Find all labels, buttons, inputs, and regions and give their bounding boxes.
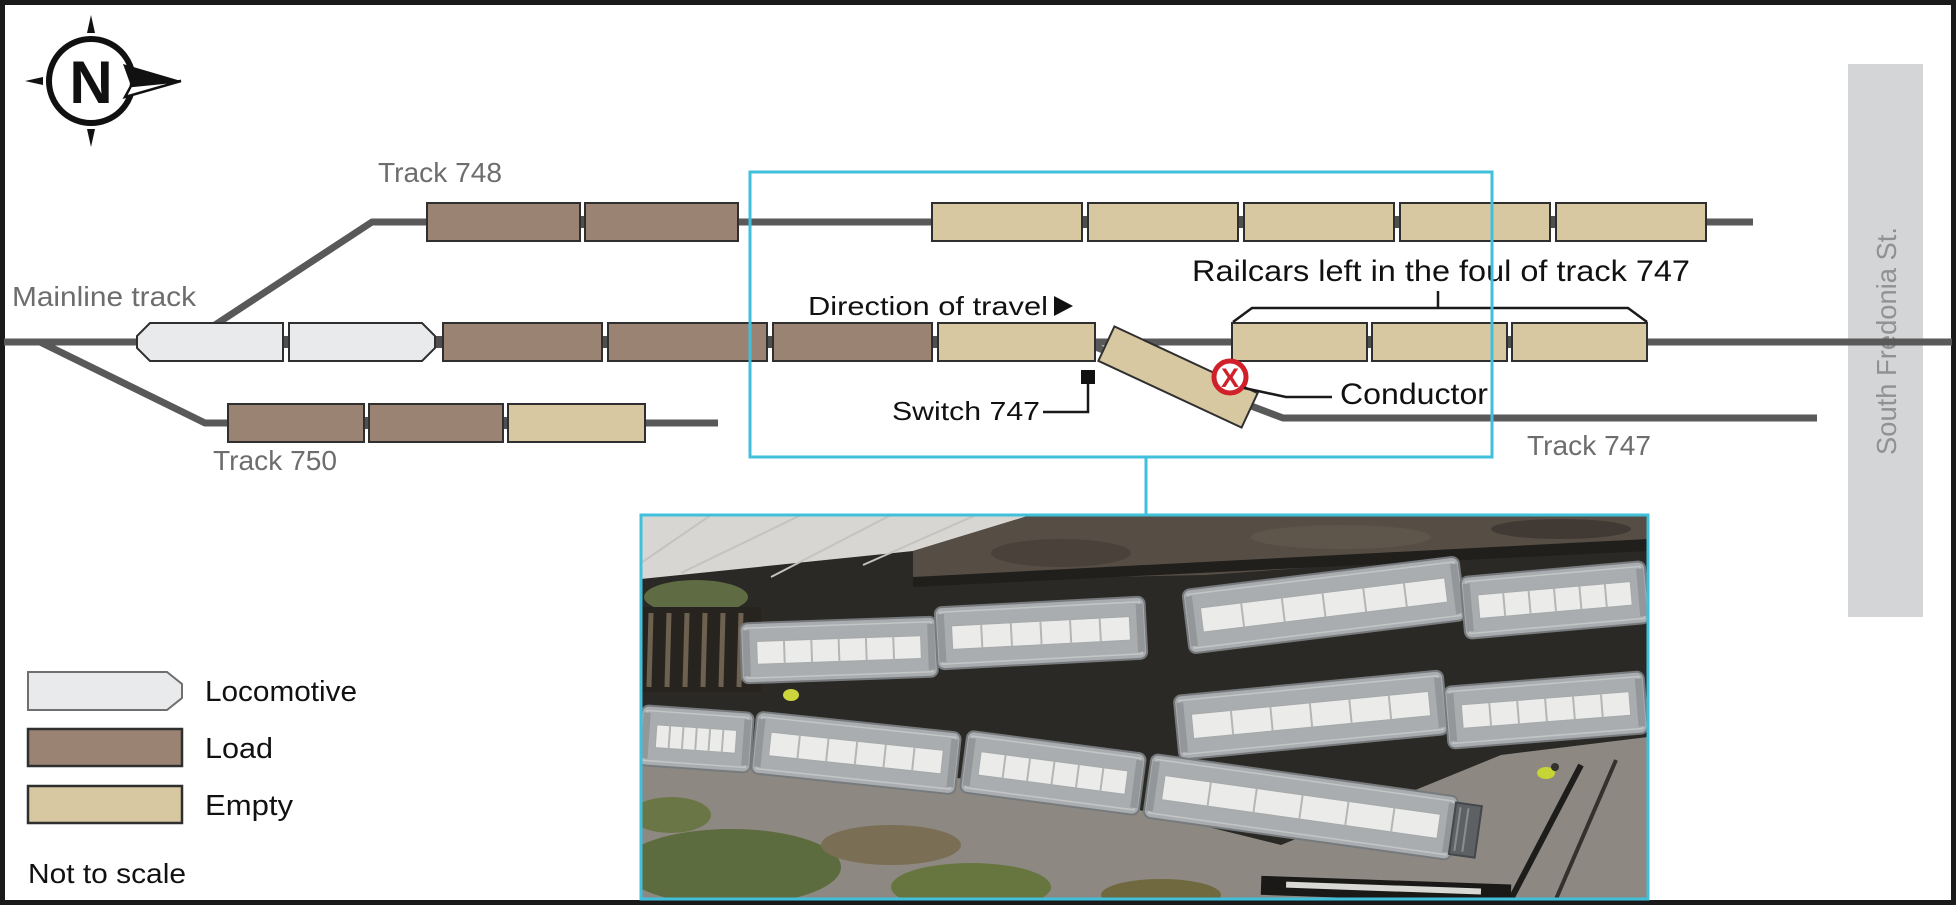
coupler [435, 336, 443, 348]
compass-tick-south [87, 129, 95, 147]
photo-railcar [1142, 753, 1484, 861]
railcar-load [426, 202, 581, 242]
direction-of-travel-label: Direction of travel [808, 291, 1048, 321]
photo-railcar [750, 711, 962, 795]
not-to-scale-note: Not to scale [28, 858, 186, 889]
railcar-empty [507, 403, 646, 443]
derailed-railcar-empty [1097, 325, 1259, 429]
legend-swatch-load [26, 727, 184, 768]
photo-railcar [1181, 556, 1467, 654]
coupler [578, 216, 587, 228]
legend-swatch-empty [26, 784, 184, 825]
photo-railcar [1459, 560, 1648, 640]
photo-railcar [1443, 670, 1648, 750]
track750-consist [227, 403, 646, 443]
coupler [1393, 216, 1401, 228]
callout-box [748, 170, 1494, 459]
mainline-consist [136, 322, 1096, 362]
conductor-x-marker: X [1211, 358, 1249, 396]
coupler [931, 336, 939, 348]
x-glyph: X [1221, 363, 1239, 393]
foul-bracket [1232, 306, 1648, 324]
locomotive [136, 322, 284, 362]
coupler [766, 336, 774, 348]
legend-label-locomotive: Locomotive [205, 676, 357, 708]
compass-n-letter: N [69, 49, 112, 116]
aerial-photo [639, 513, 1650, 901]
track748-consist [426, 202, 1707, 242]
railcar-empty [1511, 322, 1648, 362]
railcar-empty [931, 202, 1083, 242]
photo-border [639, 513, 1650, 901]
coupler [601, 336, 609, 348]
compass-tick-north [87, 15, 95, 33]
foul-railcars [1231, 322, 1648, 362]
photo-railcar [933, 595, 1149, 671]
legend-swatch-locomotive [27, 671, 183, 711]
railcar-load [227, 403, 365, 443]
worker-figure [783, 689, 799, 701]
railcar-load [368, 403, 504, 443]
coupler [1365, 336, 1374, 348]
coupler [1549, 216, 1557, 228]
legend-label-empty: Empty [205, 790, 294, 822]
direction-arrow-icon [1054, 296, 1073, 316]
railcar-empty [1399, 202, 1551, 242]
track-750-label: Track 750 [213, 445, 337, 476]
photo-railcar [959, 730, 1147, 816]
railcar-empty [1243, 202, 1395, 242]
legend: Locomotive Load Empty [26, 671, 357, 825]
railcar-empty [937, 322, 1096, 362]
coupler [1237, 216, 1245, 228]
coupler [501, 417, 510, 429]
railcar-load [607, 322, 768, 362]
derailed-railcar [1097, 325, 1259, 429]
conductor-leader-line [1243, 386, 1332, 399]
photo-roof [641, 515, 1031, 579]
railcar-empty [1087, 202, 1239, 242]
switch-leader-line [1043, 384, 1090, 414]
photo-railcar [641, 704, 755, 774]
switch-747-marker [1081, 370, 1095, 384]
coupler [1081, 216, 1089, 228]
worker-figure [1537, 767, 1555, 779]
railcar-load [772, 322, 933, 362]
compass-rose: N [25, 15, 182, 147]
photo-railcar [1173, 669, 1449, 761]
compass-needle-icon [123, 64, 181, 86]
switch-747-label: Switch 747 [892, 396, 1040, 426]
compass-tick-west [25, 77, 43, 85]
mainline-track-label: Mainline track [12, 281, 197, 312]
compass-needle-outline [122, 79, 182, 100]
coupler [362, 417, 371, 429]
railcar-load [584, 202, 739, 242]
track-747-label: Track 747 [1527, 430, 1651, 461]
railcar-empty [1555, 202, 1707, 242]
railcar-load [442, 322, 603, 362]
legend-label-load: Load [205, 733, 273, 765]
locomotive [288, 322, 436, 362]
photo-railcar [739, 615, 939, 685]
railcar-empty [1231, 322, 1368, 362]
coupler [282, 336, 290, 348]
conductor-label: Conductor [1340, 378, 1488, 411]
track-748-label: Track 748 [378, 157, 502, 188]
foul-headline: Railcars left in the foul of track 747 [1192, 255, 1690, 288]
coupler [1505, 336, 1514, 348]
railcar-empty [1371, 322, 1508, 362]
